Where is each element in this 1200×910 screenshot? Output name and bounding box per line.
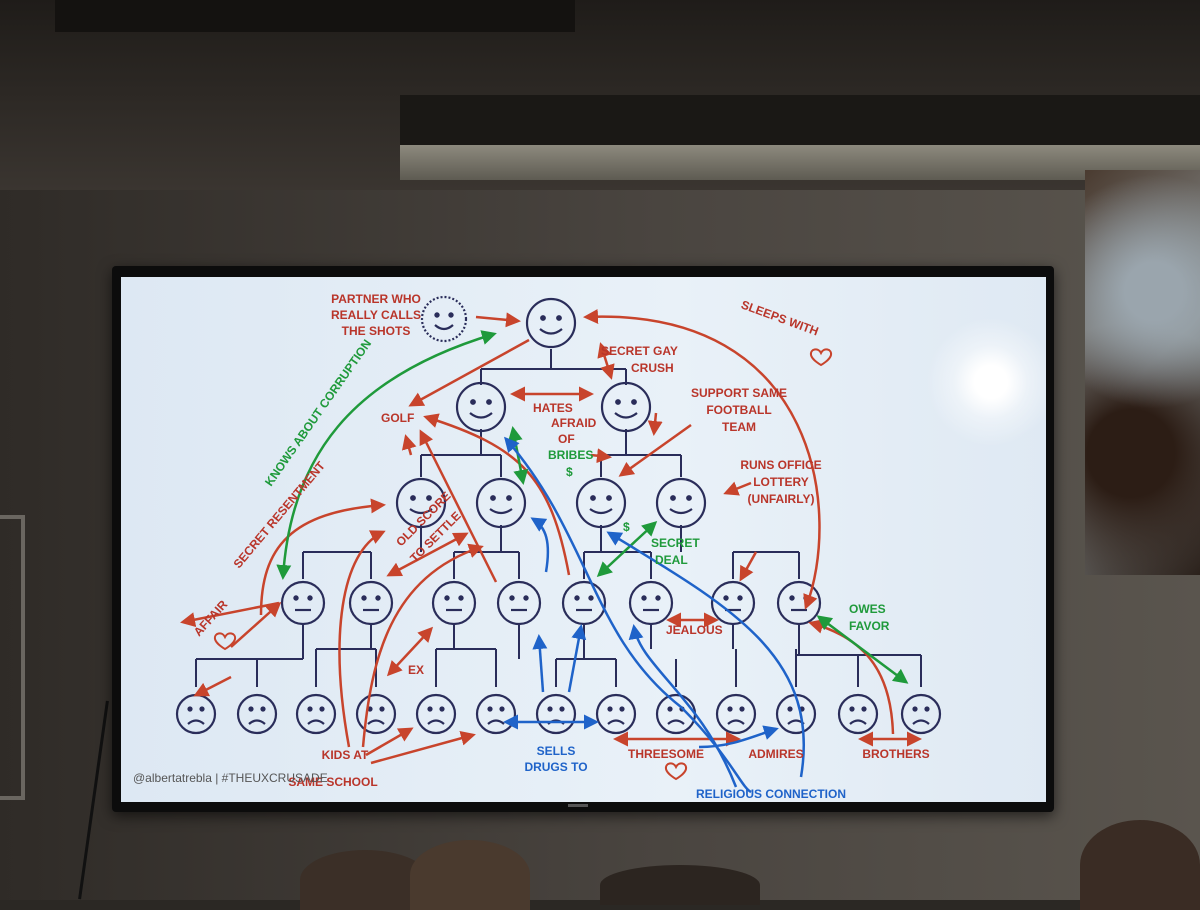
heart-icon: [809, 348, 833, 367]
secret-deal-label-line3: DEAL: [655, 553, 688, 567]
hates-label: HATES: [533, 401, 573, 415]
staff-faces: [280, 580, 822, 626]
ceo-face: [525, 297, 577, 349]
heart-icon: [664, 762, 688, 781]
golf-label: GOLF: [381, 411, 414, 425]
vp-left-face: [455, 381, 507, 433]
secret-deal-label-line1: $: [623, 520, 630, 534]
kids-school-label-line2: SAME SCHOOL: [288, 775, 377, 789]
brothers-label: BROTHERS: [862, 747, 929, 761]
owes-favor-label-line1: OWES: [849, 602, 886, 616]
vp-right-face: [600, 381, 652, 433]
runs-lottery-label-line3: (UNFAIRLY): [748, 492, 815, 506]
blue-arrows: [503, 436, 806, 794]
worker-faces: [175, 693, 942, 735]
afraid-of-label-line1: AFRAID: [551, 416, 597, 430]
wall-frame: [0, 515, 25, 800]
audience-head: [1080, 820, 1200, 910]
partner-label-line1: PARTNER WHO: [331, 292, 421, 306]
green-arrows: [276, 330, 909, 684]
admires-label: ADMIRES: [748, 747, 803, 761]
kids-school-label-line1: KIDS AT: [322, 748, 369, 762]
tv-screen: PARTNER WHO REALLY CALLS THE SHOTS SECRE…: [121, 277, 1046, 802]
screen-glare: [926, 317, 1046, 447]
runs-lottery-label-line1: RUNS OFFICE: [740, 458, 821, 472]
ceiling-beam: [55, 0, 575, 32]
audience: [0, 820, 1200, 910]
secret-gay-crush-label-line2: CRUSH: [631, 361, 674, 375]
wall-painting: [1085, 170, 1200, 575]
credit-watermark: @albertatrebla | #THEUXCRUSADE: [133, 771, 328, 785]
support-team-label-line1: SUPPORT SAME: [691, 386, 787, 400]
bribes-label-line1: BRIBES: [548, 448, 593, 462]
org-chart-diagram: PARTNER WHO REALLY CALLS THE SHOTS SECRE…: [175, 292, 942, 801]
tv-logo: [568, 804, 588, 807]
partner-label-line3: THE SHOTS: [342, 324, 411, 338]
secret-gay-crush-label-line1: SECRET GAY: [601, 344, 678, 358]
ex-label: EX: [408, 663, 424, 677]
sells-drugs-label-line1: SELLS: [537, 744, 576, 758]
threesome-label: THREESOME: [628, 747, 704, 761]
audience-head: [600, 865, 760, 905]
secret-deal-label-line2: SECRET: [651, 536, 700, 550]
support-team-label-line3: TEAM: [722, 420, 756, 434]
jealous-label: JEALOUS: [666, 623, 723, 637]
sleeps-with-label: SLEEPS WITH: [739, 298, 820, 339]
afraid-of-label-line2: OF: [558, 432, 575, 446]
sells-drugs-label-line2: DRUGS TO: [524, 760, 587, 774]
bribes-label-line2: $: [566, 465, 573, 479]
light-fixture-strip: [400, 145, 1200, 180]
partner-face: [420, 295, 468, 343]
support-team-label-line2: FOOTBALL: [706, 403, 771, 417]
runs-lottery-label-line2: LOTTERY: [753, 475, 809, 489]
owes-favor-label-line2: FAVOR: [849, 619, 890, 633]
blue-labels: SELLS DRUGS TO RELIGIOUS CONNECTION: [524, 744, 846, 801]
heart-icons: [213, 348, 833, 781]
religious-connection-label: RELIGIOUS CONNECTION: [696, 787, 846, 801]
audience-head: [410, 840, 530, 910]
partner-label-line2: REALLY CALLS: [331, 308, 421, 322]
heart-icon: [213, 632, 237, 651]
